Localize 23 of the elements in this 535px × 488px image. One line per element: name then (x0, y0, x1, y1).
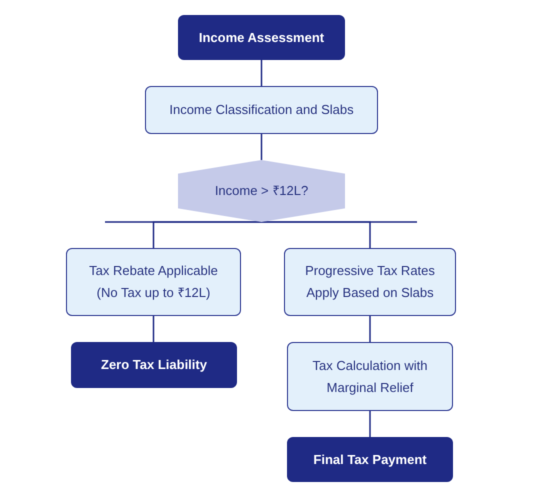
connector-line (260, 60, 262, 86)
process-box (284, 248, 456, 316)
node-label: Zero Tax Liability (101, 356, 207, 374)
connector-line (262, 221, 371, 248)
node-label: Tax Calculation with Marginal Relief (312, 356, 428, 397)
node-label: Progressive Tax Rates Apply Based on Slabs (304, 262, 436, 302)
node-label: Income Assessment (198, 28, 324, 46)
connector-line (152, 221, 262, 248)
node-label: Income Classification and Slabs (169, 101, 354, 119)
node-label: Tax Rebate Applicable (No Tax up to ₹12L) (88, 262, 219, 302)
connector-line (369, 316, 371, 342)
process-box (178, 15, 345, 60)
process-box (145, 86, 378, 134)
node-label: Final Tax Payment (313, 450, 427, 469)
decision-hexagon (178, 160, 345, 222)
connector-line (152, 316, 154, 342)
process-box (287, 437, 453, 482)
connector-line (260, 134, 262, 160)
process-box (66, 248, 241, 316)
node-label: Income > ₹12L? (214, 182, 308, 200)
connector-line (369, 411, 371, 437)
process-box (287, 342, 453, 411)
process-box (71, 342, 237, 388)
